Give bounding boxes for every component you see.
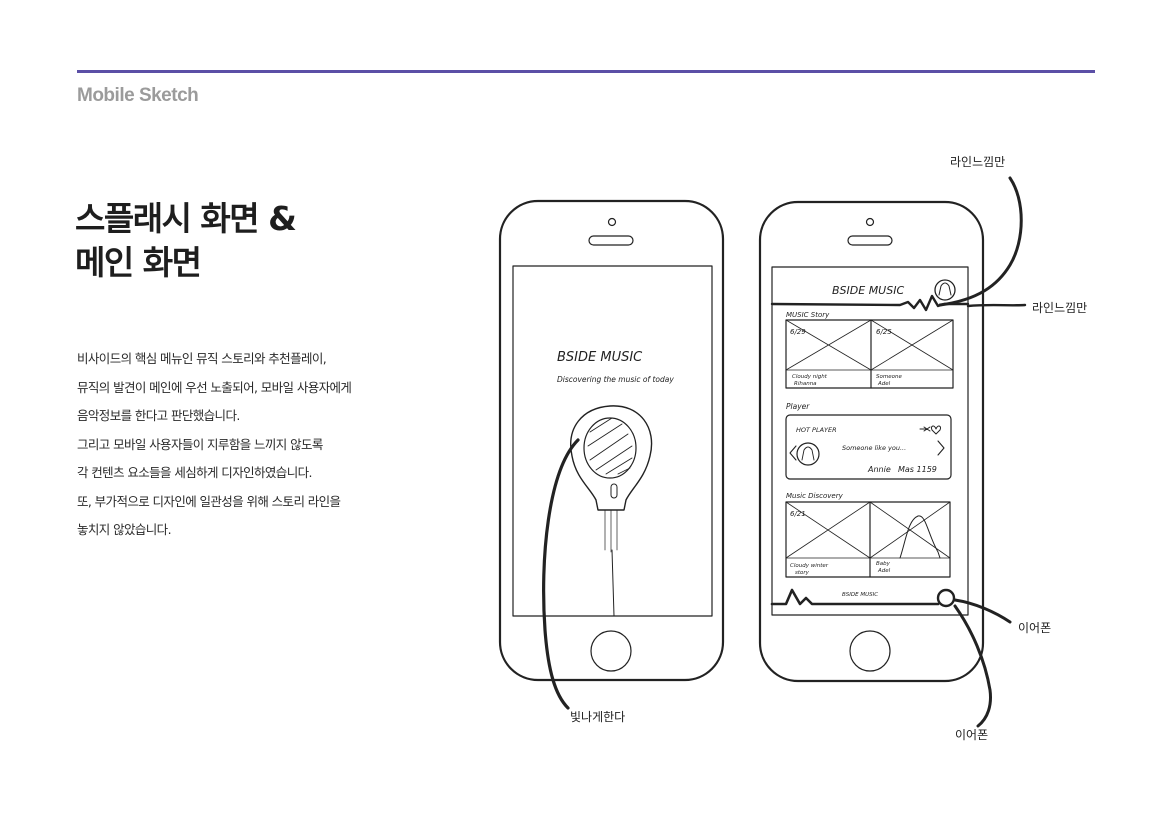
description-line: 뮤직의 발견이 메인에 우선 노출되어, 모바일 사용자에게 (77, 379, 352, 395)
story-card-frame[interactable] (785, 319, 954, 389)
main-brand: BSIDE MUSIC (832, 284, 904, 297)
home-button[interactable] (849, 630, 891, 672)
story-caption: Adel (877, 381, 891, 387)
annotation-earphone-right-label: 이어폰 (1018, 621, 1051, 635)
heart-icon[interactable] (931, 425, 941, 435)
prev-arrow-icon[interactable] (789, 445, 797, 461)
main-phone-body (758, 200, 985, 683)
camera-icon (865, 217, 875, 227)
player-song: Someone like you... (842, 444, 906, 452)
speaker-icon (847, 235, 893, 246)
player-title: HOT PLAYER (796, 426, 837, 434)
discovery-caption: Cloudy winter (790, 563, 829, 569)
splash-brand: BSIDE MUSIC (557, 350, 643, 365)
discovery-caption: story (795, 570, 810, 576)
description-line: 놓치지 않았습니다. (77, 522, 172, 537)
album-art-icon (796, 442, 820, 466)
page-title-line: 메인 화면 (75, 243, 202, 282)
player-label: Player (786, 402, 810, 411)
earphone-icon (936, 588, 956, 608)
annotation-line-right (966, 303, 1027, 308)
story-date: 6/25 (876, 328, 892, 336)
camera-icon (607, 217, 617, 227)
story-date: 6/29 (790, 328, 806, 336)
next-arrow-icon[interactable] (937, 440, 945, 456)
player-card[interactable] (785, 414, 952, 480)
splash-tagline: Discovering the music of today (557, 375, 674, 384)
discovery-card-frame[interactable] (785, 501, 951, 578)
earphone-cable (542, 438, 580, 710)
story-caption: Someone (876, 374, 902, 380)
main-phone (758, 200, 985, 683)
description-line: 음악정보를 한다고 판단했습니다. (77, 408, 240, 423)
description-line: 각 컨텐츠 요소들을 세심하게 디자인하였습니다. (77, 465, 312, 480)
page-title-line: 스플래시 화면 & (75, 199, 297, 238)
annotation-earphone-bottom-label: 이어폰 (955, 728, 988, 742)
description-line: 비사이드의 핵심 메뉴인 뮤직 스토리와 추천플레이, (77, 351, 327, 366)
annotation-line-earphone-bottom (953, 604, 992, 728)
discovery-label: Music Discovery (786, 492, 844, 500)
share-icon[interactable] (919, 426, 931, 432)
discovery-date: 6/21 (790, 510, 806, 518)
splash-phone-body (498, 199, 725, 682)
splash-screen (512, 265, 713, 617)
annotation-line-right-label: 라인느낌만 (1032, 301, 1087, 315)
footer-brand: BSIDE MUSIC (842, 592, 878, 598)
annotation-line-top-label: 라인느낌만 (950, 155, 1005, 169)
player-count: Mas 1159 (898, 465, 937, 474)
story-label: MUSIC Story (786, 311, 830, 319)
story-caption: Rihanna (794, 381, 817, 387)
profile-icon[interactable] (934, 279, 956, 301)
annotation-line-earphone-right (953, 598, 1012, 624)
discovery-caption: Adel (877, 568, 891, 574)
discovery-caption: Baby (876, 561, 891, 567)
section-label: Mobile Sketch (77, 85, 199, 106)
annotation-glow-label: 빛나게한다 (570, 710, 625, 724)
speaker-icon (588, 235, 634, 246)
splash-phone (498, 199, 725, 710)
earphone-logo-icon (570, 405, 653, 617)
story-caption: Cloudy night (792, 374, 828, 380)
description-line: 또, 부가적으로 디자인에 일관성을 위해 스토리 라인을 (77, 493, 341, 509)
description: 비사이드의 핵심 메뉴인 뮤직 스토리와 추천플레이, 뮤직의 발견이 메인에 … (77, 345, 407, 545)
annotation-line-top (938, 176, 1023, 307)
player-artist: Annie (867, 465, 891, 474)
home-button[interactable] (590, 630, 632, 672)
page-title: 스플래시 화면 & 메인 화면 (75, 197, 297, 285)
top-divider (77, 70, 1095, 73)
description-line: 그리고 모바일 사용자들이 지루함을 느끼지 않도록 (77, 436, 323, 452)
footer-wave-line (770, 588, 940, 606)
discovery-thumb-illustration (899, 515, 941, 559)
main-screen (771, 266, 969, 616)
